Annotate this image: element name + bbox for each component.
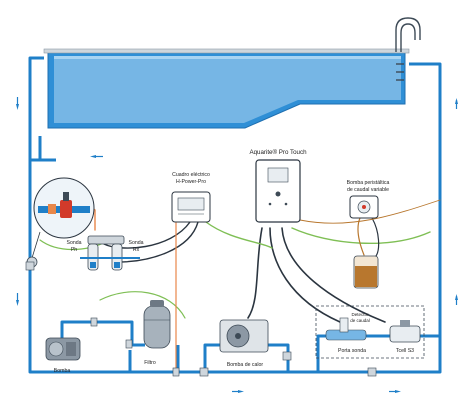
probe-ph-label-1: Sonda <box>66 240 81 246</box>
aquarite-device: Aquarite® Pro Touch <box>249 149 307 223</box>
probes: Sonda Ph Sonda Rx <box>66 235 144 271</box>
filter-icon <box>143 305 171 349</box>
probe-rx-label-2: Rx <box>133 247 140 253</box>
flow-detector-label-2: de caudal <box>350 318 370 323</box>
tcell-icon <box>389 325 421 343</box>
pool <box>43 17 421 129</box>
controller-label-2: H-Power-Pro <box>176 179 206 185</box>
flow-detector-label-1: Detector <box>351 312 369 317</box>
valve-icon <box>60 200 72 218</box>
main-pump: Bomba <box>45 337 81 374</box>
peristaltic-label-1: Bomba peristáltica <box>347 180 390 186</box>
pipe-valves <box>25 261 377 377</box>
peristaltic-pump: Bomba peristáltica de caudal variable <box>347 180 390 289</box>
controller-label-1: Cuadro eléctrico <box>172 172 210 178</box>
probe-holder-section: Detector de caudal Porta sonda Tcell S3 <box>315 305 425 359</box>
peristaltic-label-2: de caudal variable <box>347 187 389 193</box>
heat-pump: Bomba de calor <box>219 319 269 368</box>
controller-panel: Cuadro eléctrico H-Power-Pro <box>171 172 211 223</box>
aquarite-label: Aquarite® Pro Touch <box>249 149 307 156</box>
probe-ph-label-2: Ph <box>71 247 77 253</box>
main-pump-label: Bomba <box>54 368 71 374</box>
valve-callout <box>26 177 95 268</box>
pool-water <box>54 58 401 123</box>
heat-pump-label: Bomba de calor <box>227 362 264 368</box>
filter: Filtro <box>143 300 171 366</box>
probe-rx-label-1: Sonda <box>128 240 143 246</box>
filter-label: Filtro <box>144 360 156 366</box>
probe-holder-label: Porta sonda <box>338 348 366 354</box>
tcell-label: Tcell S3 <box>396 348 414 354</box>
ladder-icon <box>395 17 421 81</box>
